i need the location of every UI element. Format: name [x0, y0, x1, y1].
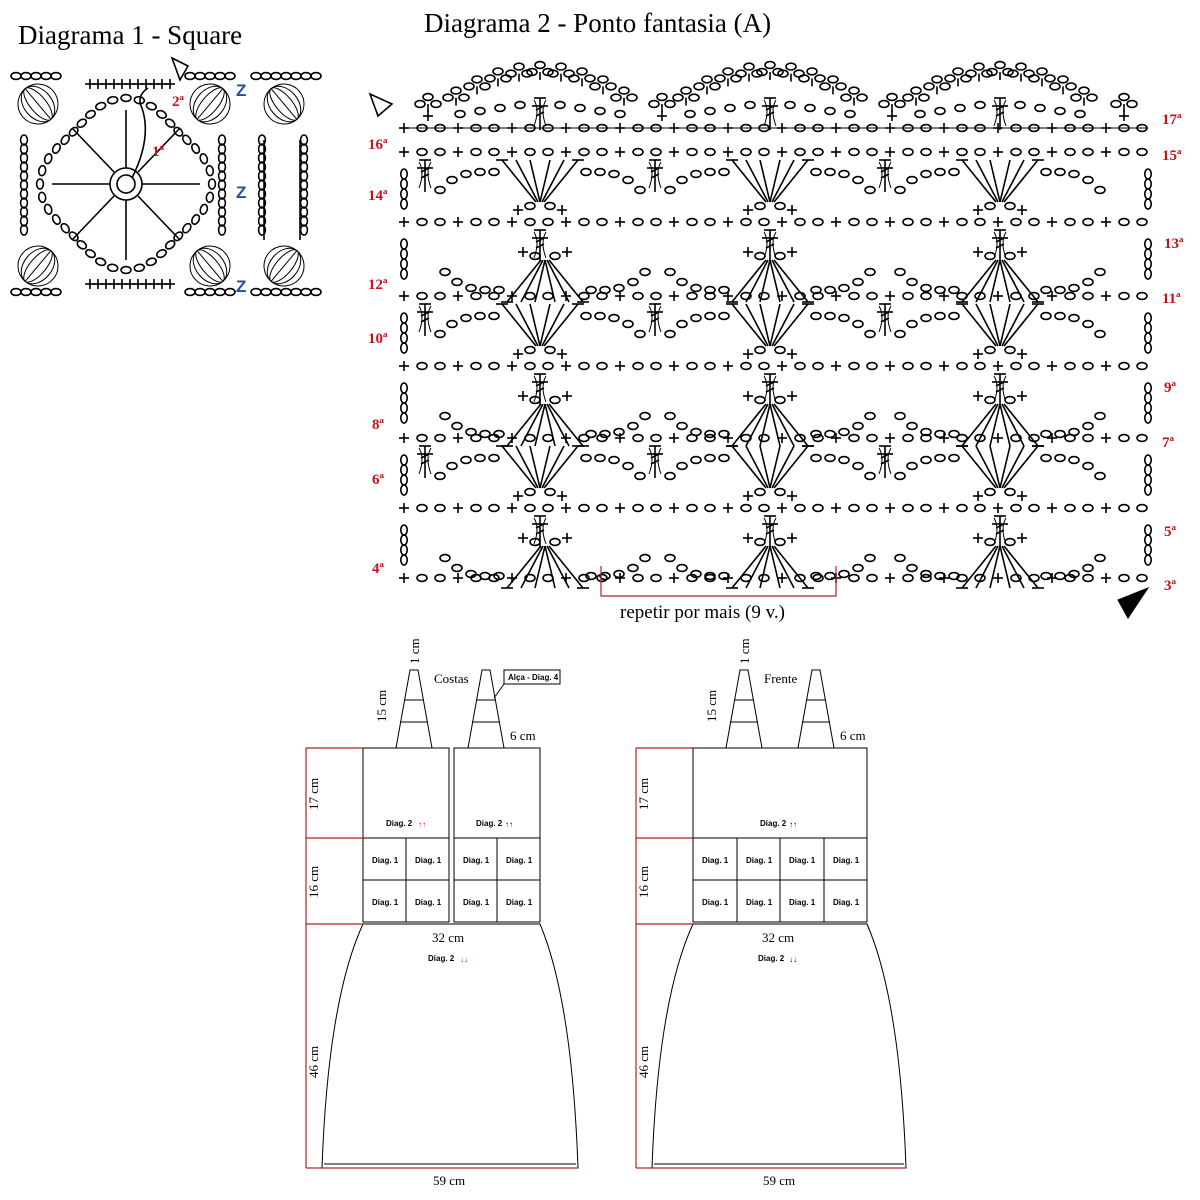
square-motif [9, 56, 313, 295]
back-skirt-height: 46 cm [306, 1046, 321, 1078]
back-square-5: Diag. 1 [372, 898, 399, 907]
back-square-2: Diag. 1 [415, 856, 442, 865]
join-mark-3: Z [236, 277, 246, 296]
end-arrow-icon [1117, 586, 1150, 619]
row-label-10: 10ª [368, 331, 388, 347]
back-square-8: Diag. 1 [506, 898, 533, 907]
back-top-height: 17 cm [306, 778, 321, 810]
front-skirt-arrows: ↓↓ [789, 955, 797, 964]
front-square-4: Diag. 1 [833, 856, 860, 865]
start-arrow-icon [368, 92, 394, 118]
back-square-7: Diag. 1 [463, 898, 490, 907]
join-mark-2: Z [236, 183, 246, 202]
front-square-1: Diag. 1 [702, 856, 729, 865]
diagram-1: Diagrama 1 - Square [9, 20, 322, 297]
row-label-13: 13ª [1164, 236, 1184, 252]
front-square-3: Diag. 1 [789, 856, 816, 865]
back-waist-width: 32 cm [432, 930, 464, 945]
back-top-right-label: Diag. 2 [476, 819, 503, 828]
round-label-2: 2ª [172, 94, 185, 110]
front-strap-right [797, 669, 835, 749]
back-strap-height: 15 cm [374, 690, 389, 722]
back-top-left-arrows: ↑↑ [418, 820, 426, 829]
row-label-8: 8ª [372, 417, 385, 433]
front-skirt-height: 46 cm [636, 1046, 651, 1078]
back-square-1: Diag. 1 [372, 856, 399, 865]
back-strap-base: 6 cm [510, 728, 536, 743]
front-schematic: Frente 1 cm 15 cm 6 cm Diag. 2 ↑↑ Diag. … [635, 638, 907, 1188]
back-strap-right [467, 669, 505, 749]
front-waist-width: 32 cm [762, 930, 794, 945]
front-top-height: 17 cm [636, 778, 651, 810]
row-label-15: 15ª [1162, 148, 1182, 164]
row-label-3: 3ª [1164, 578, 1177, 594]
front-strap-left [725, 669, 763, 749]
back-skirt-arrows: ↓↓ [460, 955, 468, 964]
front-square-8: Diag. 1 [833, 898, 860, 907]
front-square-2: Diag. 1 [746, 856, 773, 865]
row-label-4: 4ª [372, 561, 385, 577]
front-top-label: Diag. 2 [760, 819, 787, 828]
repeat-bracket [600, 566, 837, 597]
row-label-5: 5ª [1164, 524, 1177, 540]
front-square-7: Diag. 1 [789, 898, 816, 907]
back-skirt-label: Diag. 2 [428, 954, 455, 963]
strap-callout: Alça - Diag. 4 [508, 673, 559, 682]
front-title: Frente [764, 671, 797, 686]
front-square-5: Diag. 1 [702, 898, 729, 907]
front-square-6: Diag. 1 [746, 898, 773, 907]
join-mark-1: Z [236, 81, 246, 100]
front-strap-height: 15 cm [704, 690, 719, 722]
row-label-16: 16ª [368, 137, 388, 153]
back-squares-height: 16 cm [306, 866, 321, 898]
front-top-arrows: ↑↑ [789, 820, 797, 829]
front-strap-base: 6 cm [840, 728, 866, 743]
row-label-17: 17ª [1162, 112, 1182, 128]
front-squares-height: 16 cm [636, 866, 651, 898]
front-strap-width: 1 cm [737, 638, 752, 664]
row-label-6: 6ª [372, 472, 385, 488]
diagram-2: Diagrama 2 - Ponto fantasia (A) 16ª 14ª … [368, 8, 1184, 623]
back-top-right-arrows: ↑↑ [505, 820, 513, 829]
diagram-2-title: Diagrama 2 - Ponto fantasia (A) [424, 8, 771, 38]
back-hem-width: 59 cm [433, 1173, 465, 1188]
back-top-left-label: Diag. 2 [386, 819, 413, 828]
back-title: Costas [434, 671, 469, 686]
row-label-14: 14ª [368, 188, 388, 204]
back-schematic: Costas Alça - Diag. 4 1 cm 15 cm 6 cm Di… [305, 638, 579, 1188]
repeat-label: repetir por mais (9 v.) [620, 602, 785, 623]
back-square-6: Diag. 1 [415, 898, 442, 907]
row-label-7: 7ª [1162, 435, 1175, 451]
back-square-4: Diag. 1 [506, 856, 533, 865]
front-hem-width: 59 cm [763, 1173, 795, 1188]
diagram-1-title: Diagrama 1 - Square [18, 20, 242, 50]
front-skirt-label: Diag. 2 [758, 954, 785, 963]
stitch-chart [398, 62, 1152, 588]
back-strap-width: 1 cm [407, 638, 422, 664]
back-strap-left [395, 669, 433, 749]
row-label-12: 12ª [368, 277, 388, 293]
back-square-3: Diag. 1 [463, 856, 490, 865]
row-label-11: 11ª [1162, 291, 1181, 307]
round-label-1: 1ª [152, 144, 165, 160]
row-label-9: 9ª [1164, 380, 1177, 396]
